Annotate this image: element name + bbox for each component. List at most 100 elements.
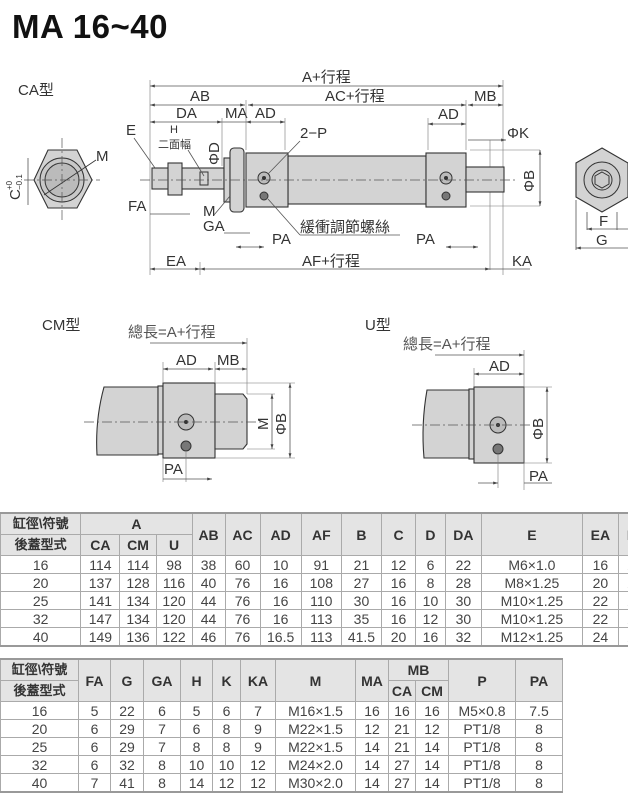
label-cushion-screw: 緩衝調節螺絲 xyxy=(300,218,390,236)
bore-size-cell: 16 xyxy=(0,701,79,720)
rod-end-view xyxy=(24,138,100,222)
label-da: DA xyxy=(176,105,197,122)
table-cell: 22 xyxy=(444,555,482,574)
bore-size-cell: 16 xyxy=(0,555,82,574)
table-cell: 16 xyxy=(259,591,302,610)
label-g: G xyxy=(596,232,608,249)
corner-header-bore: 缸徑\符號 xyxy=(0,512,82,535)
ca-type-label: CA型 xyxy=(18,82,54,99)
table-cell: 8 xyxy=(515,773,563,793)
table-cell: 14 xyxy=(415,737,449,756)
table-cell: 8 xyxy=(180,737,213,756)
table-cell: 16 xyxy=(259,573,302,592)
table-cell: 22 xyxy=(581,609,619,628)
table-cell: 5 xyxy=(78,701,111,720)
table-cell: 8 xyxy=(143,773,181,793)
cm-label-ad: AD xyxy=(176,352,197,369)
table-cell: 6 xyxy=(180,719,213,738)
table-cell: 134 xyxy=(119,591,157,610)
table-cell: 76 xyxy=(224,573,261,592)
table-cell: 113 xyxy=(300,627,342,647)
table-cell: 46 xyxy=(191,627,226,647)
table-cell: 7 xyxy=(143,719,181,738)
cm-u-type-drawings: CM型 總長=A+行程 AD MB M ΦB PA U型 總長=A+行程 AD … xyxy=(42,317,552,490)
table-cell: 12 xyxy=(240,755,276,774)
table-cell: 10 xyxy=(180,755,213,774)
table-cell: 14 xyxy=(415,755,449,774)
label-h: H xyxy=(170,124,178,136)
bore-size-cell: 32 xyxy=(0,755,79,774)
table-cell: 120 xyxy=(155,609,193,628)
table-cell: 12 xyxy=(212,773,241,793)
cm-total-length: 總長=A+行程 xyxy=(128,323,216,341)
table-cell: 60 xyxy=(224,555,261,574)
cm-type-label: CM型 xyxy=(42,317,80,334)
table-cell: 41 xyxy=(110,773,144,793)
header-g: G xyxy=(110,658,144,702)
table-cell: 76 xyxy=(224,609,261,628)
table-cell: 114 xyxy=(119,555,157,574)
header-m: M xyxy=(275,658,356,702)
label-ab: AB xyxy=(190,88,210,105)
table-cell: 28 xyxy=(444,573,482,592)
table-cell: 32 xyxy=(444,627,482,647)
cm-cylinder xyxy=(84,382,262,459)
header-a-ca: CA xyxy=(80,534,121,556)
table-cell: 113 xyxy=(300,609,342,628)
table-cell: 14 xyxy=(355,755,389,774)
label-ma: MA xyxy=(225,105,248,122)
label-width-across: 二面幅 xyxy=(158,138,191,151)
table-cell: 8 xyxy=(212,719,241,738)
table-cell: 17 xyxy=(617,591,628,610)
header-a-cm: CM xyxy=(119,534,157,556)
table-cell: 91 xyxy=(300,555,342,574)
header-ma: MA xyxy=(355,658,389,702)
header-h: H xyxy=(180,658,213,702)
header-ad: AD xyxy=(259,512,302,556)
table-cell: 76 xyxy=(224,627,261,647)
table-cell: 137 xyxy=(80,573,121,592)
table-cell: 7 xyxy=(143,737,181,756)
table-cell: 16 xyxy=(259,609,302,628)
bore-size-cell: 25 xyxy=(0,737,79,756)
table-cell: 128 xyxy=(119,573,157,592)
header-k: K xyxy=(212,658,241,702)
bore-size-cell: 20 xyxy=(0,719,79,738)
table-cell: M10×1.25 xyxy=(480,591,583,610)
cm-label-pa: PA xyxy=(164,461,183,478)
label-m-left: M xyxy=(96,148,109,165)
table-cell: 5 xyxy=(180,701,213,720)
table-cell: 30 xyxy=(444,609,482,628)
table-cell: 7 xyxy=(240,701,276,720)
u-label-phi-b: ΦB xyxy=(530,418,547,440)
table-cell: M24×2.0 xyxy=(275,755,356,774)
table-cell: M8×1.25 xyxy=(480,573,583,592)
bore-size-cell: 25 xyxy=(0,591,82,610)
table-cell: 16 xyxy=(581,555,619,574)
head-end-view xyxy=(575,147,628,250)
corner-header-bore: 缸徑\符號 xyxy=(0,658,79,681)
dimension-table-2: 缸徑\符號 FA G GA H K KA M MA MB P PA 後蓋型式 C… xyxy=(0,658,563,793)
u-label-ad: AD xyxy=(489,358,510,375)
table-cell: 7 xyxy=(78,773,111,793)
table-cell: 141 xyxy=(80,591,121,610)
label-fa: FA xyxy=(128,198,146,215)
table-cell: 147 xyxy=(80,609,121,628)
table-cell: 8 xyxy=(143,755,181,774)
table-cell: M16×1.5 xyxy=(275,701,356,720)
table-cell: PT1/8 xyxy=(448,737,516,756)
table-cell: 20 xyxy=(381,627,417,647)
ca-type-drawing: CA型 M C +0 −0.1 A+行程 AB AC+行程 MB DA MA A… xyxy=(5,69,628,275)
table-cell: 136 xyxy=(119,627,157,647)
table-cell: 8 xyxy=(515,755,563,774)
table-cell: PT1/8 xyxy=(448,773,516,793)
label-c: C xyxy=(7,189,24,200)
